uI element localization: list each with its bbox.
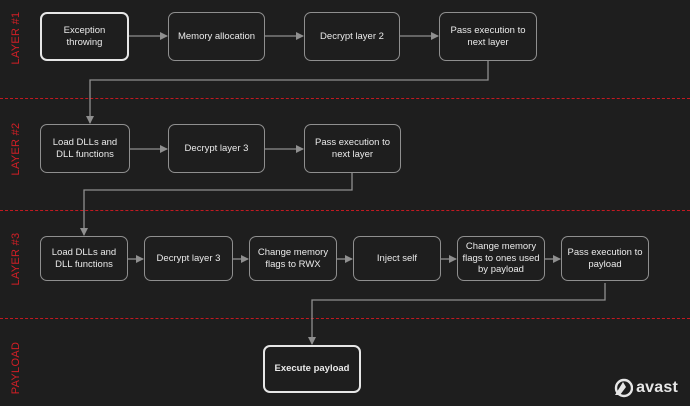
node-pass-execution-next-layer-1: Pass execution to next layer [439, 12, 537, 61]
node-change-memory-payload-flags: Change memory flags to ones used by payl… [457, 236, 545, 281]
avast-logo-icon [614, 378, 634, 398]
node-pass-execution-next-layer-2: Pass execution to next layer [304, 124, 401, 173]
node-execute-payload: Execute payload [263, 345, 361, 393]
node-decrypt-layer-3: Decrypt layer 3 [168, 124, 265, 173]
node-decrypt-layer-2: Decrypt layer 2 [304, 12, 400, 61]
arrow-layer3-to-payload [308, 283, 606, 345]
avast-logo-text: avast [636, 379, 678, 396]
node-pass-execution-payload: Pass execution to payload [561, 236, 649, 281]
node-inject-self: Inject self [353, 236, 441, 281]
node-change-memory-rwx: Change memory flags to RWX [249, 236, 337, 281]
avast-logo: avast [613, 378, 678, 398]
node-load-dlls-layer3: Load DLLs and DLL functions [40, 236, 128, 281]
node-load-dlls-layer2: Load DLLs and DLL functions [40, 124, 130, 173]
node-decrypt-layer-3-l3: Decrypt layer 3 [144, 236, 233, 281]
node-exception-throwing: Exception throwing [40, 12, 129, 61]
separator-layer1-layer2 [0, 98, 690, 99]
separator-layer2-layer3 [0, 210, 690, 211]
arrow-layer2-to-layer3 [80, 173, 353, 236]
separator-layer3-payload [0, 318, 690, 319]
arrow-layer1-to-layer2 [86, 61, 489, 124]
node-memory-allocation: Memory allocation [168, 12, 265, 61]
